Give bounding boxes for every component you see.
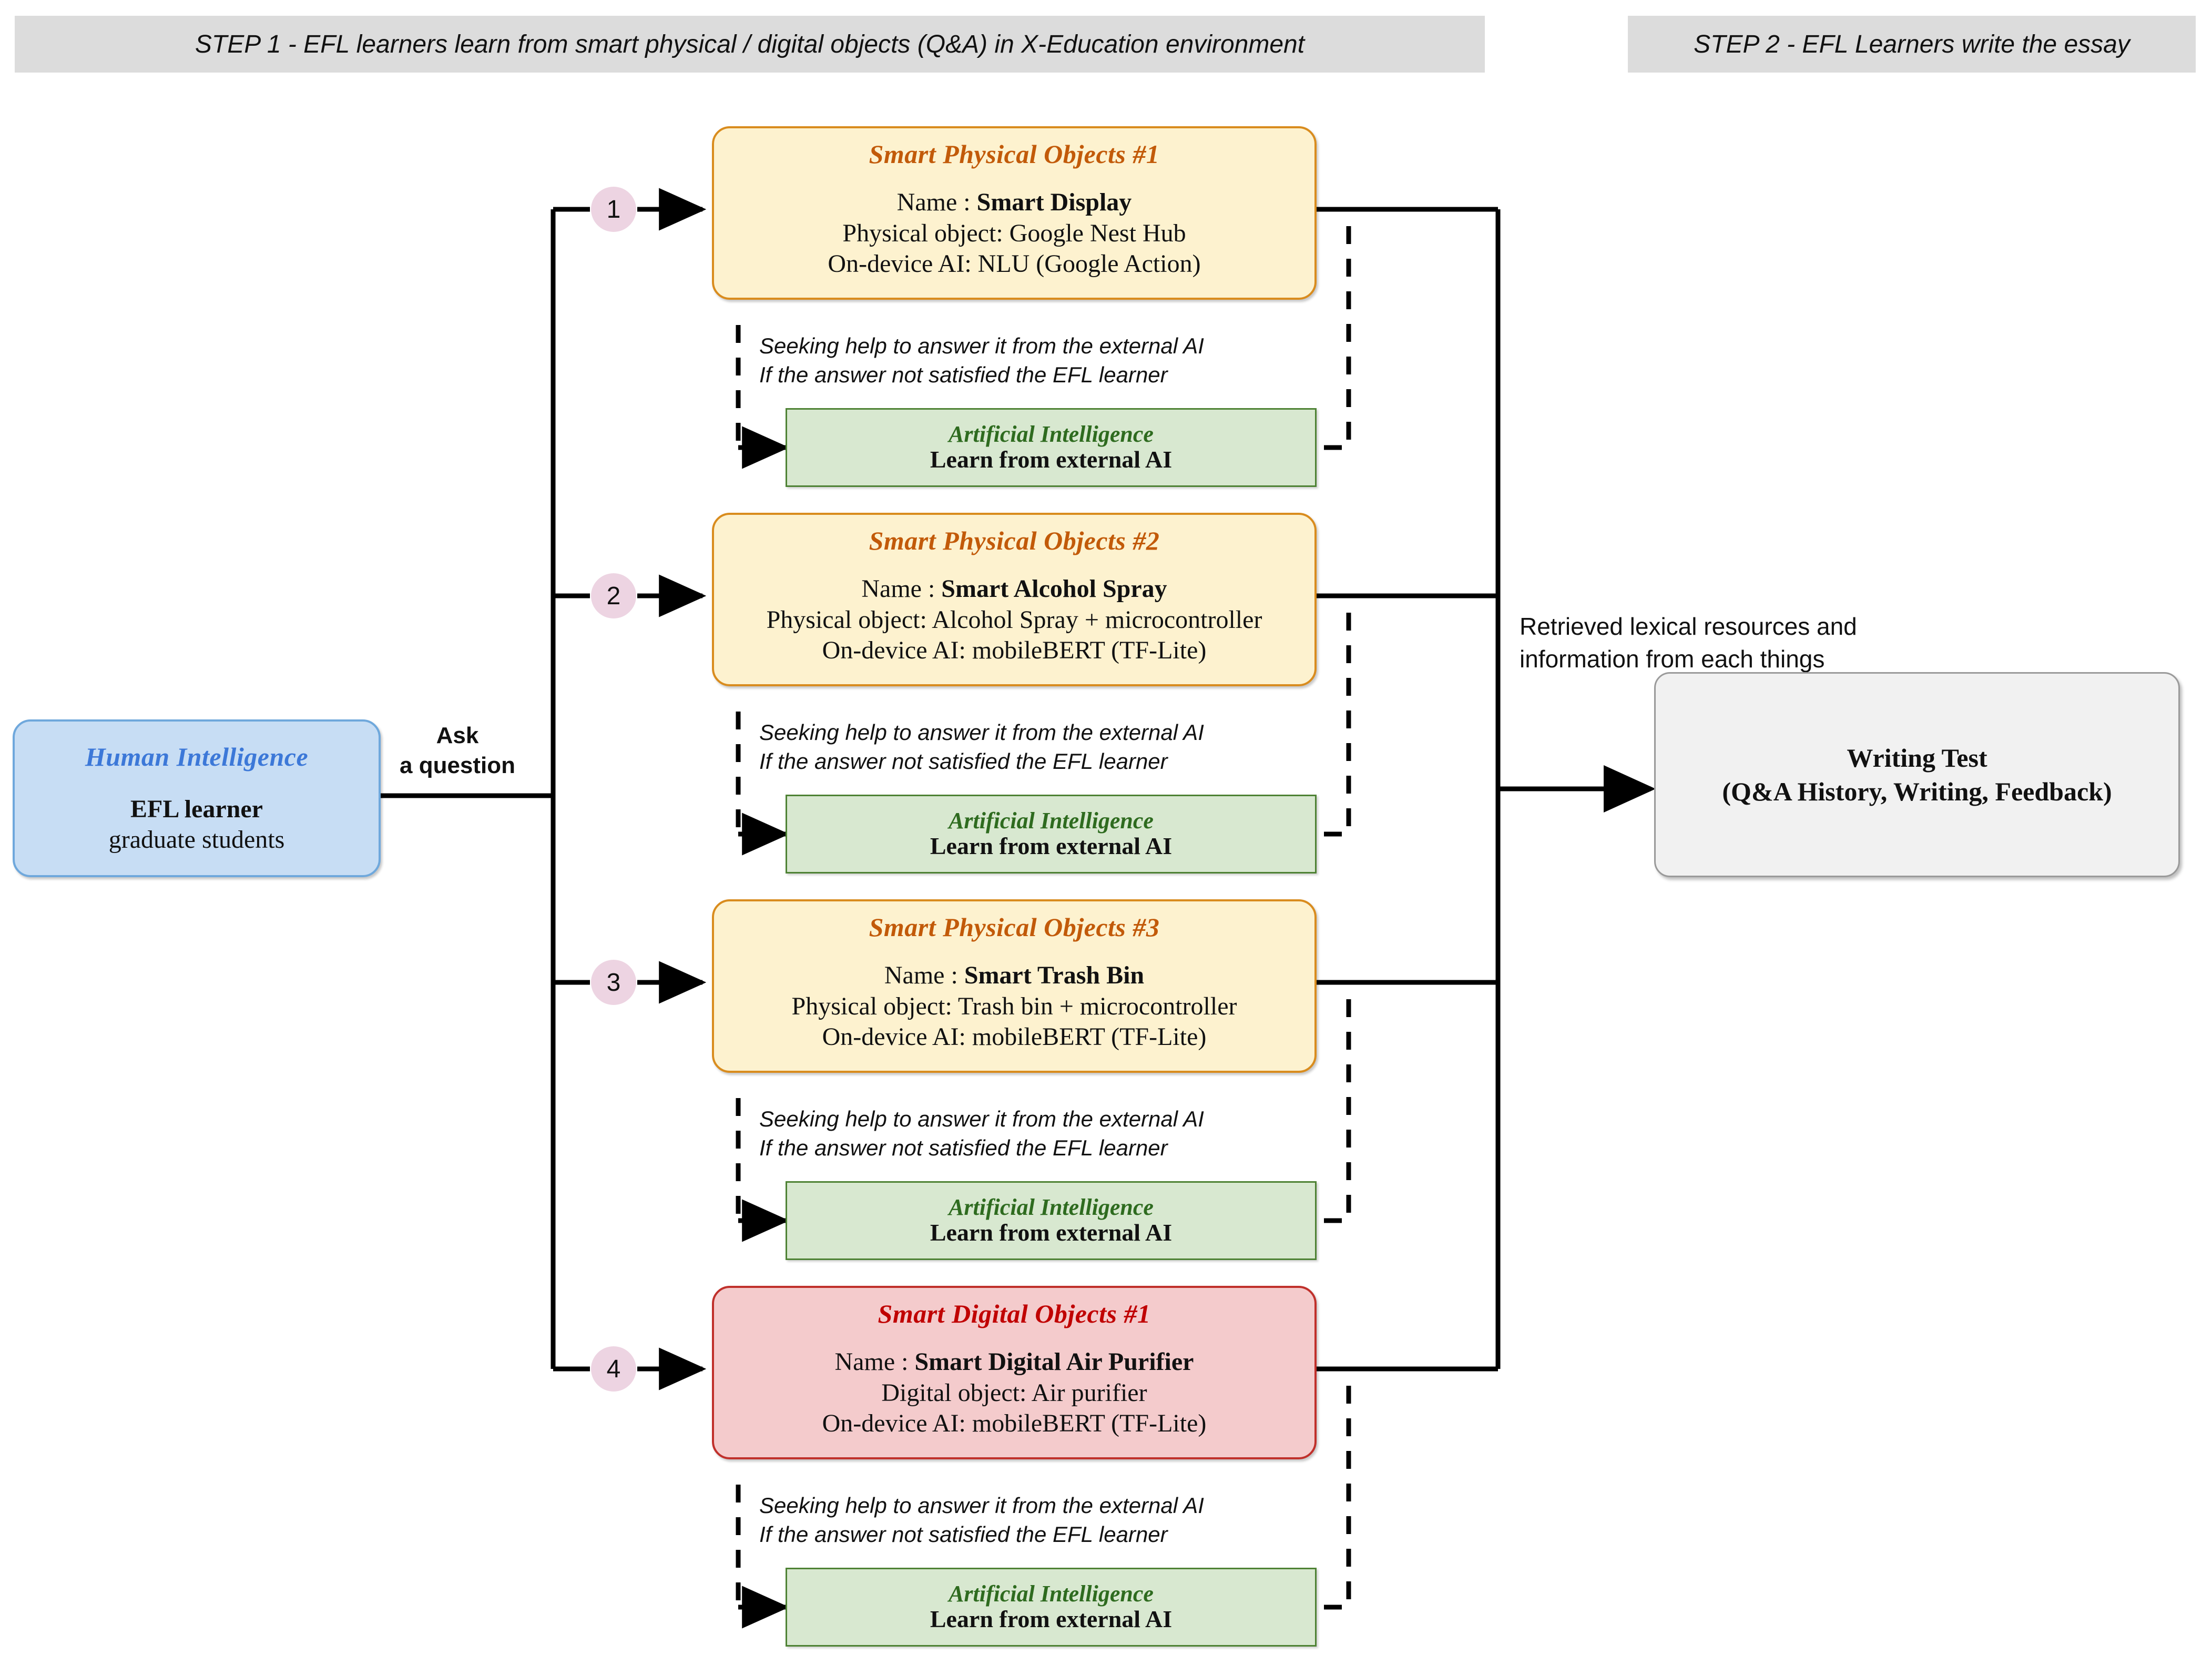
seeking-help-line2-3: If the answer not satisfied the EFL lear… — [759, 1135, 1168, 1161]
smart-object-name-3: Name : Smart Trash Bin — [884, 960, 1144, 991]
retrieved-resources-note: Retrieved lexical resources and informat… — [1520, 610, 1857, 675]
seeking-help-note-2: Seeking help to answer it from the exter… — [759, 718, 1204, 776]
smart-object-card-4[interactable]: Smart Digital Objects #1 Name : Smart Di… — [712, 1286, 1317, 1459]
smart-object-digital-4: Digital object: Air purifier — [881, 1378, 1147, 1407]
writing-test-box[interactable]: Writing Test (Q&A History, Writing, Feed… — [1654, 672, 2180, 877]
smart-object-name-2: Name : Smart Alcohol Spray — [861, 574, 1167, 605]
smart-object-card-3[interactable]: Smart Physical Objects #3 Name : Smart T… — [712, 899, 1317, 1073]
external-ai-box-4[interactable]: Artificial Intelligence Learn from exter… — [786, 1568, 1317, 1647]
smart-object-physical-3: Physical object: Trash bin + microcontro… — [791, 992, 1237, 1020]
retrieved-line-2: information from each things — [1520, 645, 1825, 673]
writing-test-line1: Writing Test — [1847, 743, 1987, 773]
external-ai-subtitle-4: Learn from external AI — [930, 1605, 1173, 1632]
external-ai-title-4: Artificial Intelligence — [949, 1580, 1154, 1607]
step-1-label: STEP 1 - EFL learners learn from smart p… — [195, 30, 1305, 58]
step-marker-2: 2 — [591, 573, 636, 618]
step-marker-3-label: 3 — [606, 968, 621, 997]
name-value-4: Smart Digital Air Purifier — [914, 1348, 1194, 1376]
step-marker-3: 3 — [591, 960, 636, 1005]
name-label-3: Name : — [884, 961, 964, 989]
external-ai-title-3: Artificial Intelligence — [949, 1194, 1154, 1220]
external-ai-subtitle-3: Learn from external AI — [930, 1219, 1173, 1246]
name-label-1: Name : — [896, 188, 977, 216]
seeking-help-line1-3: Seeking help to answer it from the exter… — [759, 1106, 1204, 1131]
smart-object-card-1[interactable]: Smart Physical Objects #1 Name : Smart D… — [712, 126, 1317, 300]
seeking-help-line1-2: Seeking help to answer it from the exter… — [759, 720, 1204, 745]
seeking-help-line1-4: Seeking help to answer it from the exter… — [759, 1493, 1204, 1518]
seeking-help-note-3: Seeking help to answer it from the exter… — [759, 1104, 1204, 1163]
name-value-2: Smart Alcohol Spray — [941, 575, 1167, 603]
smart-object-ondevice-ai-3: On-device AI: mobileBERT (TF-Lite) — [822, 1023, 1207, 1051]
smart-object-ondevice-ai-1: On-device AI: NLU (Google Action) — [828, 250, 1201, 278]
external-ai-subtitle-1: Learn from external AI — [930, 445, 1173, 473]
smart-object-title-2: Smart Physical Objects #2 — [869, 526, 1160, 555]
smart-object-physical-2: Physical object: Alcohol Spray + microco… — [766, 605, 1262, 634]
step-marker-4: 4 — [591, 1346, 636, 1392]
smart-object-ondevice-ai-4: On-device AI: mobileBERT (TF-Lite) — [822, 1409, 1207, 1438]
name-value-1: Smart Display — [976, 188, 1132, 216]
seeking-help-note-1: Seeking help to answer it from the exter… — [759, 331, 1204, 390]
smart-object-title-3: Smart Physical Objects #3 — [869, 912, 1160, 942]
name-label-4: Name : — [834, 1348, 915, 1376]
step-1-header: STEP 1 - EFL learners learn from smart p… — [15, 16, 1485, 73]
human-intelligence-title: Human Intelligence — [85, 742, 309, 772]
human-intelligence-line2: graduate students — [108, 826, 285, 854]
external-ai-box-1[interactable]: Artificial Intelligence Learn from exter… — [786, 408, 1317, 487]
ask-a-question-label: Ask a question — [400, 720, 515, 780]
external-ai-title-1: Artificial Intelligence — [949, 421, 1154, 447]
seeking-help-line1-1: Seeking help to answer it from the exter… — [759, 333, 1204, 358]
smart-object-name-4: Name : Smart Digital Air Purifier — [835, 1347, 1194, 1378]
writing-test-line2: (Q&A History, Writing, Feedback) — [1722, 777, 2112, 806]
seeking-help-line2-4: If the answer not satisfied the EFL lear… — [759, 1522, 1168, 1547]
step-marker-1: 1 — [591, 187, 636, 232]
step-marker-1-label: 1 — [606, 195, 621, 224]
external-ai-box-3[interactable]: Artificial Intelligence Learn from exter… — [786, 1181, 1317, 1260]
seeking-help-note-4: Seeking help to answer it from the exter… — [759, 1491, 1204, 1549]
smart-object-title-4: Smart Digital Objects #1 — [878, 1299, 1151, 1328]
retrieved-line-1: Retrieved lexical resources and — [1520, 613, 1857, 640]
seeking-help-line2-1: If the answer not satisfied the EFL lear… — [759, 362, 1168, 388]
step-2-header: STEP 2 - EFL Learners write the essay — [1628, 16, 2196, 73]
ask-line-2: a question — [400, 753, 516, 779]
ask-line-1: Ask — [436, 723, 479, 748]
external-ai-title-2: Artificial Intelligence — [949, 807, 1154, 834]
external-ai-subtitle-2: Learn from external AI — [930, 832, 1173, 859]
smart-object-name-1: Name : Smart Display — [897, 187, 1132, 218]
name-value-3: Smart Trash Bin — [964, 961, 1145, 989]
external-ai-box-2[interactable]: Artificial Intelligence Learn from exter… — [786, 795, 1317, 874]
smart-object-physical-1: Physical object: Google Nest Hub — [842, 219, 1186, 247]
seeking-help-line2-2: If the answer not satisfied the EFL lear… — [759, 749, 1168, 774]
step-marker-2-label: 2 — [606, 582, 621, 610]
smart-object-card-2[interactable]: Smart Physical Objects #2 Name : Smart A… — [712, 513, 1317, 686]
human-intelligence-box[interactable]: Human Intelligence EFL learner graduate … — [13, 719, 381, 877]
step-marker-4-label: 4 — [606, 1355, 621, 1383]
name-label-2: Name : — [861, 575, 942, 603]
smart-object-title-1: Smart Physical Objects #1 — [869, 139, 1160, 169]
step-2-label: STEP 2 - EFL Learners write the essay — [1694, 30, 2130, 58]
smart-object-ondevice-ai-2: On-device AI: mobileBERT (TF-Lite) — [822, 636, 1207, 665]
human-intelligence-line1: EFL learner — [130, 795, 263, 824]
